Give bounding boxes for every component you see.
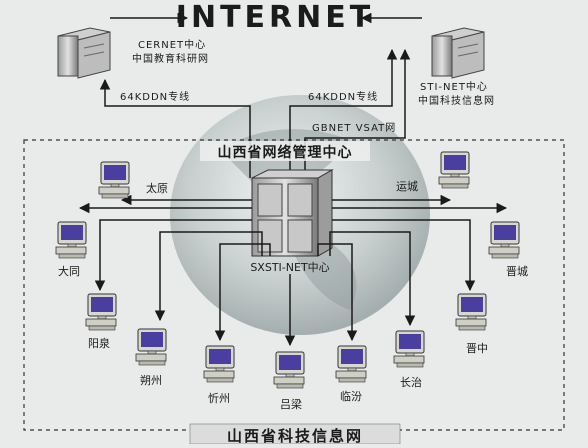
center-server-label: SXSTI-NET中心 — [250, 261, 329, 274]
pc-shuozhou-icon — [135, 328, 167, 366]
sti-net-server-icon — [431, 27, 485, 79]
node-label-lvliang: 吕梁 — [280, 397, 302, 411]
central-server-icon — [251, 169, 334, 257]
node-label-datong: 大同 — [58, 264, 80, 278]
pc-yuncheng-icon — [438, 151, 470, 189]
node-label-yuncheng: 运城 — [396, 180, 418, 193]
pc-xinzhou-icon — [203, 345, 235, 383]
cernet-subcaption: 中国教育科研网 — [132, 52, 209, 65]
vsat-label: GBNET VSAT网 — [312, 122, 396, 134]
sti-net-caption: STI-NET中心 — [420, 80, 488, 93]
pc-changzhi-icon — [393, 330, 425, 368]
pc-yangquan-icon — [85, 293, 117, 331]
node-label-yangquan: 阳泉 — [88, 336, 110, 350]
cernet-caption: CERNET中心 — [138, 38, 206, 51]
pc-linfen-icon — [335, 345, 367, 383]
cernet-server-icon — [57, 27, 111, 79]
node-label-xinzhou: 忻州 — [208, 392, 230, 405]
node-label-changzhi: 长治 — [400, 375, 422, 389]
footer-title: 山西省科技信息网 — [227, 427, 363, 444]
pc-jincheng-icon — [488, 221, 520, 259]
distribution-lines — [78, 194, 508, 347]
sti-net-subcaption: 中国科技信息网 — [418, 94, 495, 107]
pc-jinzhong-icon — [455, 293, 487, 331]
internet-title: INTERNET — [176, 0, 374, 35]
node-label-taiyuan: 太原 — [146, 182, 168, 195]
node-label-jinzhong: 晋中 — [466, 342, 488, 355]
node-label-shuozhou: 朔州 — [140, 374, 162, 387]
pc-taiyuan-icon — [98, 161, 130, 199]
left-link-label: 64KDDN专线 — [120, 90, 190, 103]
node-label-linfen: 临汾 — [340, 389, 362, 403]
pc-lvliang-icon — [273, 351, 305, 389]
pc-datong-icon — [55, 221, 87, 259]
mid-link-label: 64KDDN专线 — [308, 90, 378, 103]
node-label-jincheng: 晋城 — [506, 265, 528, 278]
center-banner: 山西省网络管理中心 — [218, 144, 353, 161]
